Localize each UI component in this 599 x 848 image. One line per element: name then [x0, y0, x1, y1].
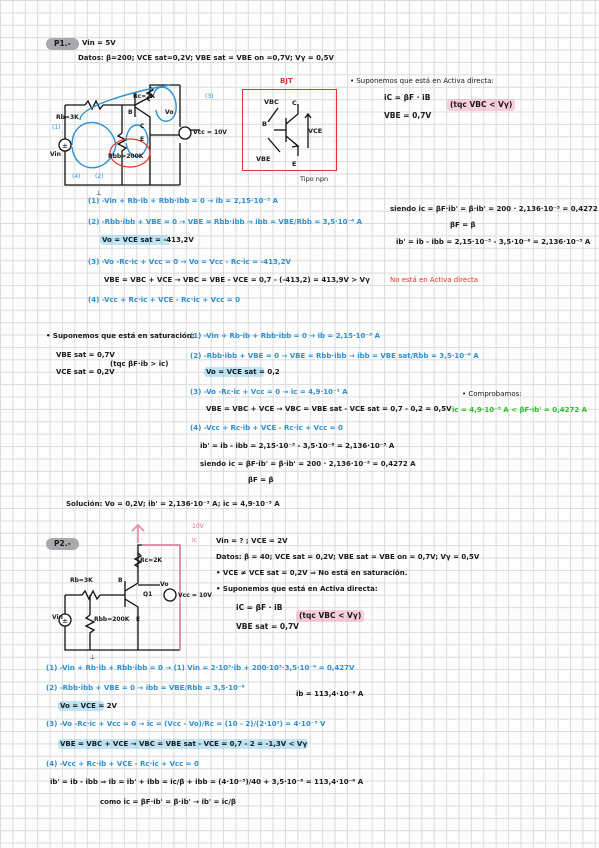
- p1-loop-3: (3): [205, 93, 214, 100]
- p2-vbe-equation: VBE sat = 0,7V: [236, 622, 299, 631]
- problem-1-tag: P1.-: [46, 38, 79, 50]
- p1-suponemos: • Suponemos que está en Activa directa:: [350, 77, 494, 85]
- p1-eq-2b-highlight: [100, 235, 170, 245]
- bjt-symbol: [267, 104, 312, 156]
- svg-text:⊥: ⊥: [96, 190, 101, 197]
- p2-eq-4: (4) -Vcc + Rc·ib + VCE - Rc·ic + Vcc = 0: [46, 760, 199, 768]
- p2-eq-2b: Vo = VCE = 2V: [60, 702, 117, 710]
- p2-eq-2b-highlight: [58, 701, 104, 711]
- p1-eq-3b: VBE = VBC + VCE → VBC = VBE - VCE = 0,7 …: [104, 276, 370, 284]
- bjt-vbc: VBC: [264, 98, 279, 106]
- svg-text:±: ±: [62, 142, 68, 150]
- p1-ib-prime: ib' = ib - ibb = 2,15·10⁻³ - 3,5·10⁻⁶ = …: [396, 238, 591, 246]
- p2-vin-label: Vin: [52, 614, 63, 621]
- bjt-tipo: Tipo npn: [300, 175, 329, 183]
- p2-vo-label: Vo: [160, 581, 169, 588]
- bjt-b: B: [262, 120, 267, 128]
- p1-siendo: siendo ic = βF·ib' = β·ib' = 200 · 2,136…: [390, 205, 599, 213]
- p1-eq-3: (3) -Vo -Rc·ic + Vcc = 0 → Vo = Vcc - Rc…: [88, 258, 291, 266]
- p1-vo-label: Vo: [165, 109, 174, 116]
- p1-ic-equation: iC = βF · iB: [384, 93, 431, 102]
- svg-text:±: ±: [62, 617, 68, 625]
- sat-eq-3b: VBE = VBC + VCE → VBC = VBE sat - VCE sa…: [206, 405, 452, 413]
- sat-eq-5: ib' = ib - ibb = 2,15·10⁻³ - 3,5·10⁻⁶ = …: [200, 442, 395, 450]
- p2-q1: Q1: [143, 591, 153, 598]
- p2-condition: (tqc VBC < Vγ): [299, 611, 362, 620]
- sat-eq-2b: Vo = VCE sat = 0,2: [206, 368, 280, 376]
- p1-condition: (tqc VBC < Vγ): [450, 100, 513, 109]
- p2-datos: Datos: β = 40; VCE sat = 0,2V; VBE sat =…: [216, 553, 480, 561]
- p1-cond-highlight: [447, 99, 515, 111]
- sat-vce: VCE sat = 0,2V: [56, 368, 115, 376]
- sat-vbe: VBE sat = 0,7V: [56, 351, 115, 359]
- p2-vcc-label: Vcc = 10V: [178, 592, 212, 599]
- sat-eq-2b-highlight: [204, 367, 264, 377]
- sat-eq-2: (2) -Rbb·ibb + VBE = 0 → VBE = Rbb·ibb →…: [190, 352, 479, 360]
- sat-eq-7: βF = β: [248, 476, 274, 484]
- p1-node-b: B: [128, 109, 133, 116]
- sat-intro: • Suponemos que está en saturación:: [46, 332, 195, 340]
- problem-2-tag: P2.-: [46, 538, 79, 550]
- p1-eq-2b: Vo = VCE sat = -413,2V: [102, 236, 194, 244]
- p1-node-c: C: [140, 123, 145, 130]
- p1-vbe-equation: VBE = 0,7V: [384, 111, 432, 120]
- p1-vcc-label: Vcc = 10V: [193, 129, 227, 136]
- p1-circuit-diagram: ± ⊥: [58, 84, 200, 197]
- p1-rb-label: Rb=3K: [56, 114, 79, 121]
- p2-vin: Vin = ? ; VCE = 2V: [216, 537, 288, 545]
- p1-bf: βF = β: [450, 221, 476, 229]
- p1-vin-label: Vin: [50, 151, 61, 158]
- bjt-e: E: [292, 160, 297, 168]
- p2-eq-1: (1) -Vin + Rb·ib + Rbb·ibb = 0 → (1) Vin…: [46, 664, 355, 672]
- bjt-c: C: [292, 99, 297, 107]
- p2-rbb-label: Rbb=200K: [94, 616, 130, 623]
- p1-loop-1: (1): [52, 124, 61, 131]
- p1-rc-label: Rc=2K: [133, 93, 156, 100]
- p2-node-e: E: [136, 616, 141, 623]
- sat-condition: (tqc βF·ib > ic): [110, 360, 169, 368]
- p2-eq-3b: VBE = VBC + VCE → VBC = VBE sat - VCE = …: [60, 740, 308, 748]
- p2-rc-label: Rc=2K: [140, 557, 163, 564]
- sat-eq-4: (4) -Vcc + Rc·ib + VCE - Rc·ic + Vcc = 0: [190, 424, 343, 432]
- p2-circuit-diagram: ± ⊥: [58, 523, 181, 661]
- p1-eq-4: (4) -Vcc + Rc·ic + VCE - Rc·ic + Vcc = 0: [88, 296, 240, 304]
- p1-eq-1: (1) -Vin + Rb·ib + Rbb·ibb = 0 → ib = 2,…: [88, 197, 279, 205]
- bjt-title: BJT: [280, 77, 293, 85]
- p1-rbb-label: Rbb=200K: [108, 153, 144, 160]
- p1-loop-2: (2): [95, 173, 104, 180]
- bjt-vce: VCE: [308, 127, 323, 135]
- sat-eq-6: siendo ic = βF·ib' = β·ib' = 200 · 2,136…: [200, 460, 416, 468]
- p2-rb-label: Rb=3K: [70, 577, 93, 584]
- p1-solucion: Solución: Vo = 0,2V; ib' = 2,136·10⁻³ A;…: [66, 500, 280, 508]
- p2-suponemos: • Suponemos que está en Activa directa:: [216, 585, 378, 593]
- p2-node-b: B: [118, 577, 123, 584]
- sat-eq-1: (1) -Vin + Rb·ib + Rbb·ibb = 0 → ib = 2,…: [190, 332, 381, 340]
- p1-datos: Datos: β=200; VCE sat=0,2V; VBE sat = VB…: [78, 54, 334, 62]
- p2-ic-equation: iC = βF · iB: [236, 603, 283, 612]
- p1-eq-2: (2) -Rbb·ibb + VBE = 0 → VBE = Rbb·ibb →…: [88, 218, 363, 226]
- p2-line3: • VCE ≠ VCE sat = 0,2V ⇒ No está en satu…: [216, 569, 408, 577]
- p1-loop-4: (4): [72, 173, 81, 180]
- p1-vin: Vin = 5V: [82, 39, 116, 47]
- p1-eq-3c-verdict: No está en Activa directa: [390, 276, 479, 284]
- p2-eq-3: (3) -Vo -Rc·ic + Vcc = 0 → ic = (Vcc - V…: [46, 720, 326, 728]
- p2-vce-marker: 10V: [192, 523, 204, 530]
- bjt-diagram-box: [242, 89, 337, 171]
- svg-text:⊥: ⊥: [90, 654, 95, 661]
- comprobamos: • Comprobamos:: [462, 390, 522, 398]
- p2-ib-note: ib = 113,4·10⁻⁶ A: [296, 690, 364, 698]
- p2-eq-6: como ic = βF·ib' = β·ib' → ib' = ic/β: [100, 798, 236, 806]
- check-result: ic = 4,9·10⁻³ A < βF·ib' = 0,4272 A: [452, 406, 588, 414]
- p2-cond-highlight: [296, 610, 364, 622]
- sat-eq-3: (3) -Vo -Rc·ic + Vcc = 0 → ic = 4,9·10⁻³…: [190, 388, 348, 396]
- bjt-vbe: VBE: [256, 155, 271, 163]
- p2-eq-5: ib' = ib - ibb ⇒ ib = ib' + ibb = ic/β +…: [50, 778, 364, 786]
- p2-eq-2: (2) -Rbb·ibb + VBE = 0 → ibb = VBE/Rbb =…: [46, 684, 245, 692]
- p2-ic-label: Ic: [192, 537, 198, 544]
- p1-node-e: E: [140, 136, 145, 143]
- p2-eq-3b-highlight: [58, 739, 308, 749]
